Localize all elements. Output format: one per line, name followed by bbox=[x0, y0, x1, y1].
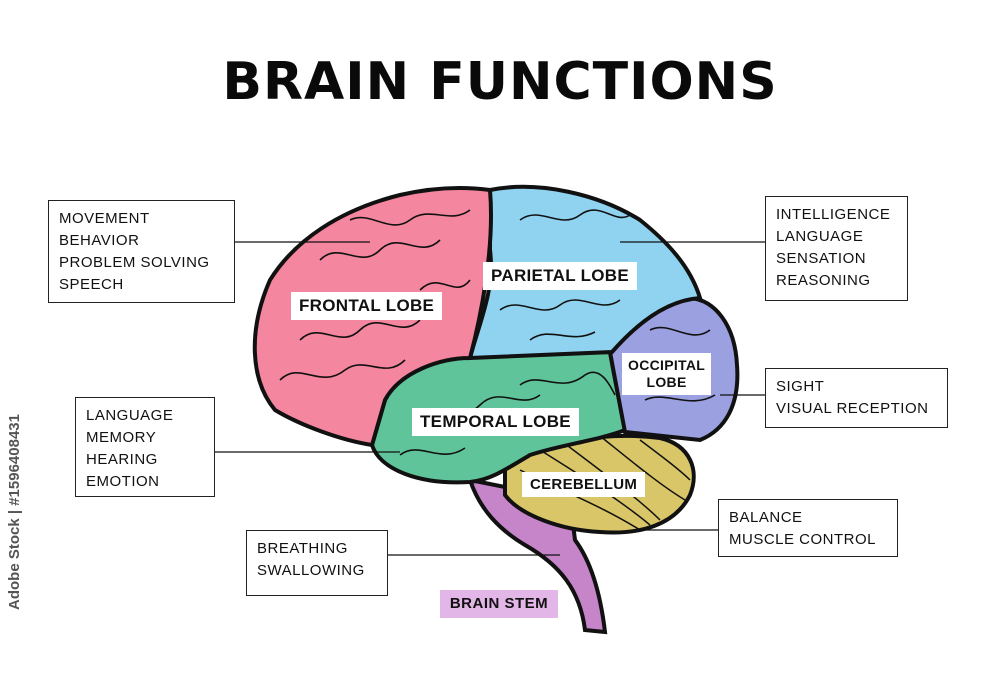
stock-watermark-id: Adobe Stock | #1596408431 bbox=[6, 414, 23, 610]
function-item: SWALLOWING bbox=[257, 562, 365, 579]
function-item: BALANCE bbox=[729, 509, 803, 526]
occipital-functions-box: SIGHT VISUAL RECEPTION bbox=[765, 368, 948, 428]
function-item: REASONING bbox=[776, 272, 871, 289]
cerebellum-functions-box: BALANCE MUSCLE CONTROL bbox=[718, 499, 898, 557]
occipital-lobe-label-line2: LOBE bbox=[646, 374, 687, 390]
function-item: LANGUAGE bbox=[776, 228, 864, 245]
function-item: EMOTION bbox=[86, 473, 160, 490]
function-item: MEMORY bbox=[86, 429, 157, 446]
parietal-functions-box: INTELLIGENCE LANGUAGE SENSATION REASONIN… bbox=[765, 196, 908, 301]
leader-lines bbox=[215, 241, 765, 556]
brain-stem-label: BRAIN STEM bbox=[440, 590, 558, 618]
function-item: LANGUAGE bbox=[86, 407, 174, 424]
occipital-lobe-label-line1: OCCIPITAL bbox=[628, 357, 706, 373]
occipital-lobe-label: OCCIPITAL LOBE bbox=[622, 353, 712, 395]
parietal-lobe-label: PARIETAL LOBE bbox=[483, 262, 638, 290]
function-item: PROBLEM SOLVING bbox=[59, 254, 210, 271]
function-item: BREATHING bbox=[257, 540, 348, 557]
function-item: VISUAL RECEPTION bbox=[776, 400, 929, 417]
function-item: SENSATION bbox=[776, 250, 867, 267]
brain-stem-functions-box: BREATHING SWALLOWING bbox=[246, 530, 388, 596]
temporal-lobe-label: TEMPORAL LOBE bbox=[412, 408, 579, 436]
function-item: MUSCLE CONTROL bbox=[729, 531, 877, 548]
function-item: INTELLIGENCE bbox=[776, 206, 891, 223]
function-item: BEHAVIOR bbox=[59, 232, 140, 249]
function-item: HEARING bbox=[86, 451, 158, 468]
temporal-functions-box: LANGUAGE MEMORY HEARING EMOTION bbox=[75, 397, 215, 497]
page-title: BRAIN FUNCTIONS bbox=[222, 52, 778, 112]
frontal-lobe-label: FRONTAL LOBE bbox=[291, 292, 443, 320]
frontal-functions-box: MOVEMENT BEHAVIOR PROBLEM SOLVING SPEECH bbox=[48, 200, 235, 303]
function-item: SIGHT bbox=[776, 378, 825, 395]
function-item: SPEECH bbox=[59, 276, 124, 293]
cerebellum-label: CEREBELLUM bbox=[522, 472, 646, 497]
function-item: MOVEMENT bbox=[59, 210, 150, 227]
